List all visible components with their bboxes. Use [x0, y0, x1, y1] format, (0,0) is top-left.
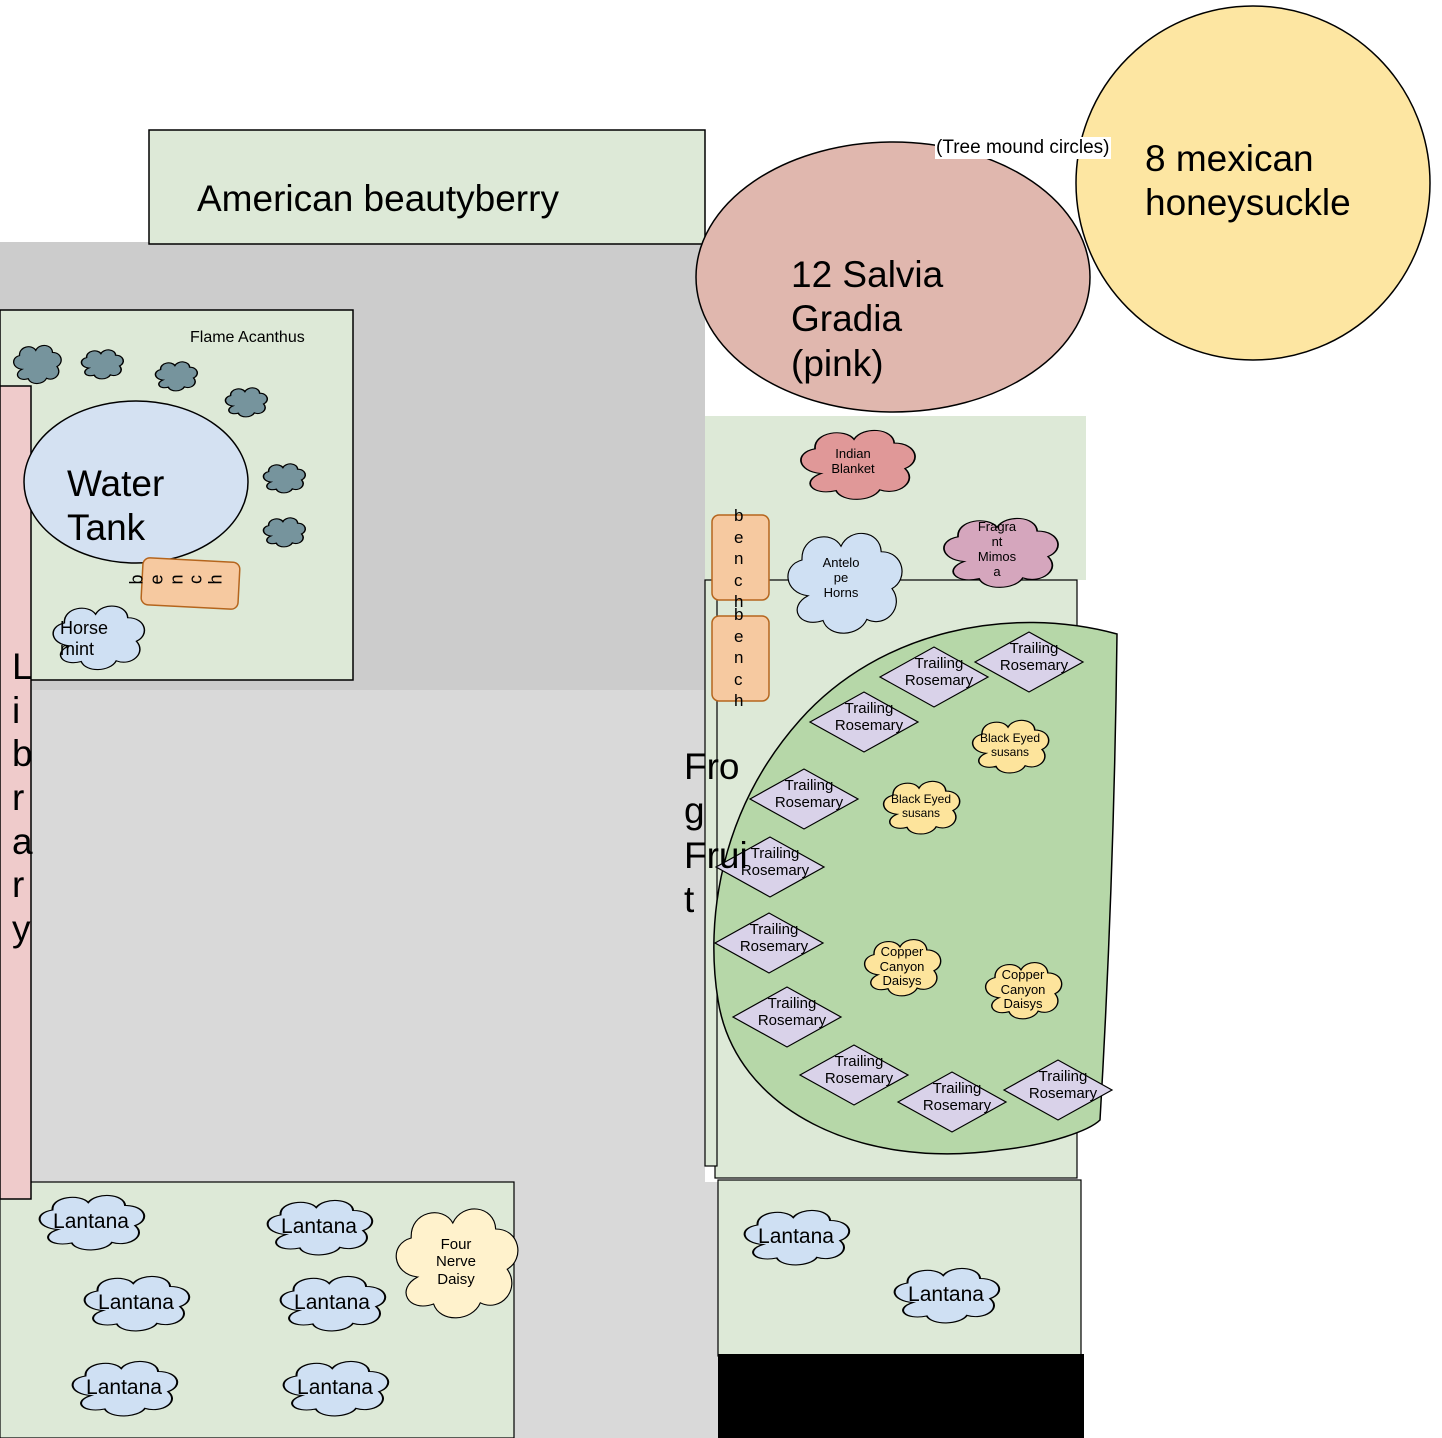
trailing-rosemary-label: Trailing Rosemary — [740, 845, 810, 880]
lantana-label: Lantana — [758, 1224, 834, 1248]
horse-mint-label: Horse mint — [60, 618, 109, 659]
walkway-main — [0, 690, 705, 1182]
lantana-label: Lantana — [297, 1375, 373, 1399]
bench-left — [140, 557, 241, 610]
indian-blanket-label: Indian Blanket — [831, 446, 875, 476]
fragrant-mimosa-label: Fragra nt Mimos a — [977, 519, 1017, 579]
four-nerve-daisy-label: Four Nerve Daisy — [435, 1236, 476, 1288]
flame-acanthus-label: Flame Acanthus — [190, 329, 305, 346]
walkway-bottom — [514, 1182, 718, 1438]
honeysuckle-label: 8 mexican honeysuckle — [1145, 138, 1351, 224]
trailing-rosemary-label: Trailing Rosemary — [824, 1053, 894, 1088]
trailing-rosemary-label: Trailing Rosemary — [834, 700, 904, 735]
frog-fruit-label: Fro g Frui t — [684, 746, 748, 921]
trailing-rosemary-diamond — [973, 631, 1085, 693]
library-label: L i b r a r y — [12, 646, 33, 949]
library-building — [0, 385, 32, 1200]
trailing-rosemary-diamond — [748, 768, 860, 830]
bench-2-label: b e n c h — [734, 605, 744, 711]
lantana-label: Lantana — [281, 1214, 357, 1238]
frog-fruit-strip — [704, 579, 718, 1167]
trailing-rosemary-label: Trailing Rosemary — [757, 995, 827, 1030]
trailing-rosemary-diamond — [798, 1044, 910, 1106]
lantana-label: Lantana — [908, 1282, 984, 1306]
trailing-rosemary-diamond — [896, 1071, 1008, 1133]
water-tank-label: Water Tank — [67, 463, 165, 549]
trailing-rosemary-diamond — [1002, 1059, 1114, 1121]
beautyberry-bed — [148, 129, 706, 245]
honeysuckle-mound — [1075, 5, 1431, 361]
bench-left-label: b e n c h — [126, 574, 226, 585]
trailing-rosemary-diamond — [731, 986, 843, 1048]
lantana-label: Lantana — [86, 1375, 162, 1399]
trailing-rosemary-diamond — [808, 691, 920, 753]
lantana-label: Lantana — [98, 1290, 174, 1314]
trailing-rosemary-label: Trailing Rosemary — [999, 640, 1069, 675]
salvia-mound — [695, 141, 1091, 413]
bench-1-label: b e n c h — [734, 506, 744, 612]
bench-right-2 — [711, 615, 770, 702]
black-block — [718, 1354, 1084, 1438]
trailing-rosemary-diamond — [713, 912, 825, 974]
trailing-rosemary-label: Trailing Rosemary — [922, 1080, 992, 1115]
salvia-label: 12 Salvia Gradia (pink) — [791, 254, 944, 384]
bench-right-1 — [711, 514, 770, 601]
lantana-label: Lantana — [294, 1290, 370, 1314]
copper-canyon-daisys-label: Copper Canyon Daisys — [1000, 966, 1046, 1012]
trailing-rosemary-label: Trailing Rosemary — [774, 777, 844, 812]
antelope-horns-label: Antelo pe Horns — [822, 555, 860, 600]
trailing-rosemary-label: Trailing Rosemary — [739, 921, 809, 956]
bottom-right-bed — [717, 1179, 1082, 1357]
trailing-rosemary-diamond — [878, 646, 990, 708]
trailing-rosemary-label: Trailing Rosemary — [1028, 1068, 1098, 1103]
copper-canyon-daisys-label: Copper Canyon Daisys — [879, 943, 925, 989]
trailing-rosemary-label: Trailing Rosemary — [904, 655, 974, 690]
trailing-rosemary-diamond — [714, 836, 826, 898]
black-eyed-susans-label: Black Eyed susans — [979, 731, 1041, 759]
tree-mound-note: (Tree mound circles) — [935, 137, 1111, 159]
water-tank — [23, 400, 249, 564]
black-eyed-susans-label: Black Eyed susans — [890, 792, 952, 820]
lantana-label: Lantana — [53, 1209, 129, 1233]
american-beautyberry-label: American beautyberry — [197, 178, 559, 219]
